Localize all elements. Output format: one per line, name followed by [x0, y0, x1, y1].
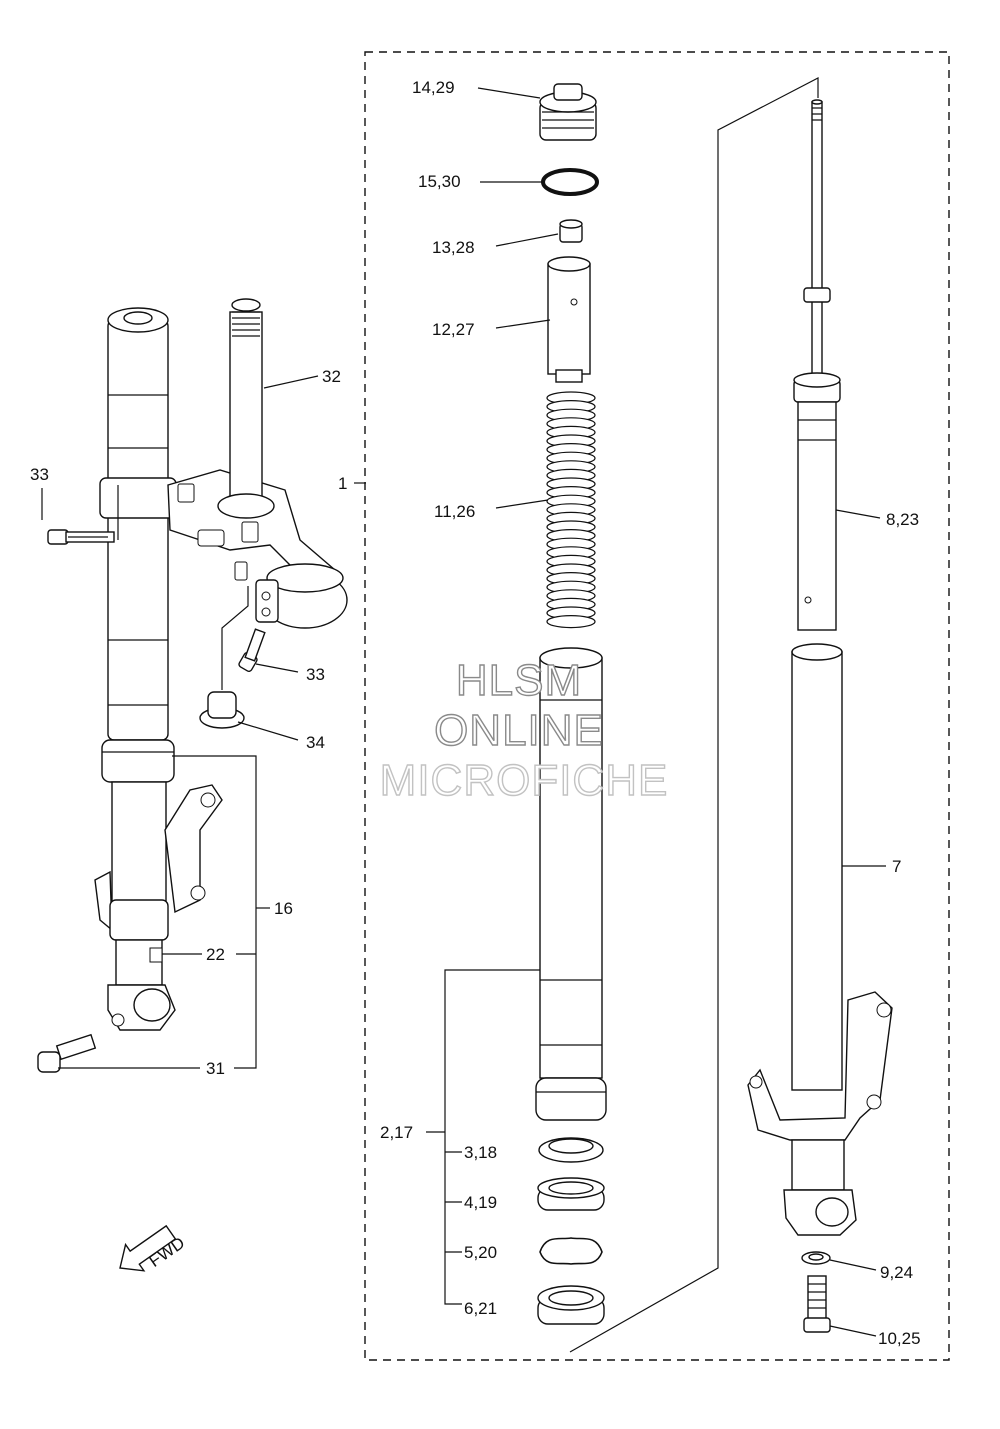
callout-22: 22	[206, 945, 225, 964]
callout-3-18: 3,18	[464, 1143, 497, 1162]
callout-1: 1	[338, 474, 347, 493]
fwd-arrow-icon	[119, 1224, 177, 1272]
callout-9-24: 9,24	[880, 1263, 913, 1282]
watermark-line-1: HLSM	[456, 656, 582, 705]
callout-labels: 1 14,29 15,30 13,28 12,27 11,26 8,23 7 2…	[30, 78, 921, 1348]
callout-14-29: 14,29	[412, 78, 455, 97]
callout-33-lower: 33	[306, 665, 325, 684]
callout-31: 31	[206, 1059, 225, 1078]
watermark-line-2: ONLINE	[434, 706, 604, 755]
right-exploded-parts	[747, 99, 893, 1333]
leader-lines	[41, 87, 886, 1337]
callout-33-upper: 33	[30, 465, 49, 484]
assembled-fork-drawing	[37, 298, 348, 1073]
callout-16: 16	[274, 899, 293, 918]
callout-2-17: 2,17	[380, 1123, 413, 1142]
callout-8-23: 8,23	[886, 510, 919, 529]
callout-34: 34	[306, 733, 325, 752]
callout-4-19: 4,19	[464, 1193, 497, 1212]
callout-10-25: 10,25	[878, 1329, 921, 1348]
callout-11-26: 11,26	[434, 502, 475, 521]
callout-5-20: 5,20	[464, 1243, 497, 1262]
fork-assembly-boundary	[364, 51, 950, 1361]
subgroup-outline	[569, 77, 819, 1353]
center-exploded-parts	[535, 83, 607, 1325]
callout-12-27: 12,27	[432, 320, 475, 339]
callout-6-21: 6,21	[464, 1299, 497, 1318]
watermark-line-3: MICROFICHE	[380, 756, 669, 805]
watermark: HLSM ONLINE MICROFICHE	[379, 655, 669, 805]
callout-13-28: 13,28	[432, 238, 475, 257]
callout-32: 32	[322, 367, 341, 386]
callout-7: 7	[892, 857, 901, 876]
callout-15-30: 15,30	[418, 172, 461, 191]
